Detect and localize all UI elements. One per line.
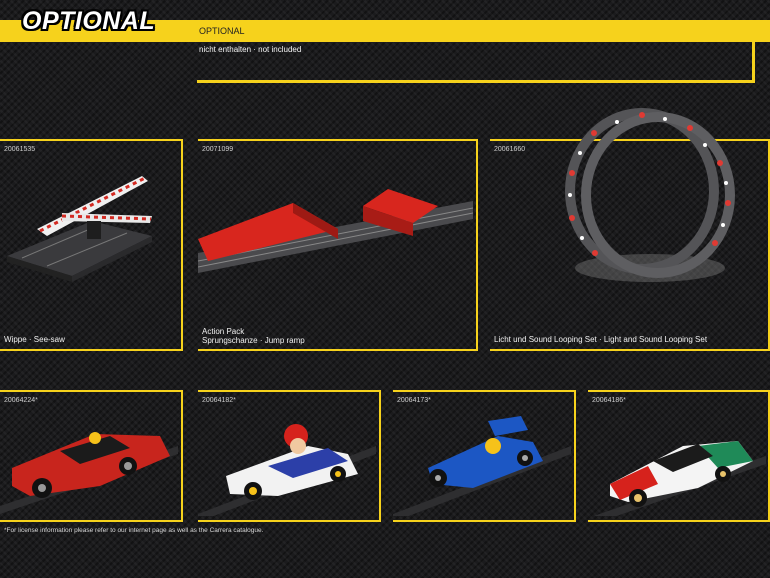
product-card-blue-kart[interactable]: 20064173* [393,390,576,522]
product-sku: 20064224* [4,397,38,404]
product-sku: 20071099 [202,146,234,153]
mario-kart-illustration [198,424,376,516]
product-card-see-saw[interactable]: 20061535 Wippe · See-saw [0,139,183,351]
product-caption: Licht und Sound Looping Set · Light and … [494,335,708,344]
product-card-mario-kart[interactable]: 20064182* [198,390,381,522]
product-sku: 20061660 [494,146,526,153]
optional-logo: OPTIONAL [22,7,156,35]
product-caption: Wippe · See-saw [4,335,65,344]
product-sku: 20064173* [397,397,431,404]
product-caption: Action Pack Sprungschanze · Jump ramp [202,327,305,345]
product-card-ferrari[interactable]: 20064186* [588,390,770,522]
product-sku: 20064182* [202,397,236,404]
ferrari-car-illustration [593,441,766,516]
header-subtitle: nicht enthalten · not included [199,45,302,54]
jump-ramp-illustration [198,189,473,273]
product-card-red-car[interactable]: 20064224* [0,390,183,522]
header-title: OPTIONAL [199,26,245,36]
header-frame-bottom [197,80,755,83]
product-card-looping[interactable]: 20061660 Licht und Sound Looping Set · L… [490,108,770,351]
license-footnote: *For license information please refer to… [4,527,264,534]
looping-illustration [565,108,735,282]
product-sku: 20064186* [592,397,626,404]
header-bar-top [0,20,770,42]
header-frame-right [752,20,755,82]
product-caption-line1: Action Pack [202,327,245,336]
blue-kart-illustration [393,416,571,516]
product-card-jump-ramp[interactable]: 20071099 Action Pack Sprungschanze · Jum… [198,139,478,351]
see-saw-illustration [7,176,152,282]
product-caption-line2: Sprungschanze · Jump ramp [202,336,305,345]
red-bmw-car-illustration [0,432,178,514]
product-sku: 20061535 [4,146,36,153]
